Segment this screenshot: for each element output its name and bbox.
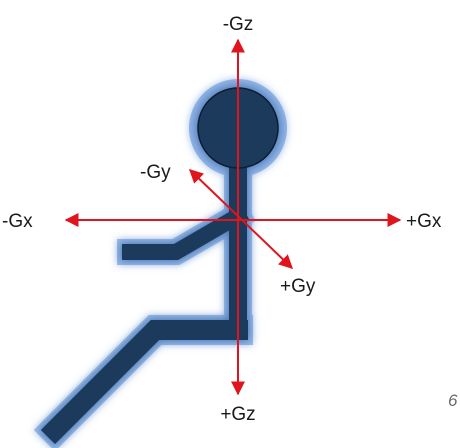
axes — [64, 38, 402, 396]
label-pos-gy: +Gy — [280, 276, 316, 297]
axis-labels: -Gz +Gz -Gx +Gx -Gy +Gy — [2, 14, 442, 425]
label-pos-gx: +Gx — [406, 211, 442, 232]
label-neg-gz: -Gz — [223, 14, 254, 35]
page-number: 6 — [448, 391, 458, 410]
label-pos-gz: +Gz — [220, 404, 255, 425]
y-axis-arrow — [188, 169, 294, 269]
seated-figure — [33, 79, 287, 448]
label-neg-gx: -Gx — [2, 211, 33, 232]
label-neg-gy: -Gy — [140, 162, 171, 183]
